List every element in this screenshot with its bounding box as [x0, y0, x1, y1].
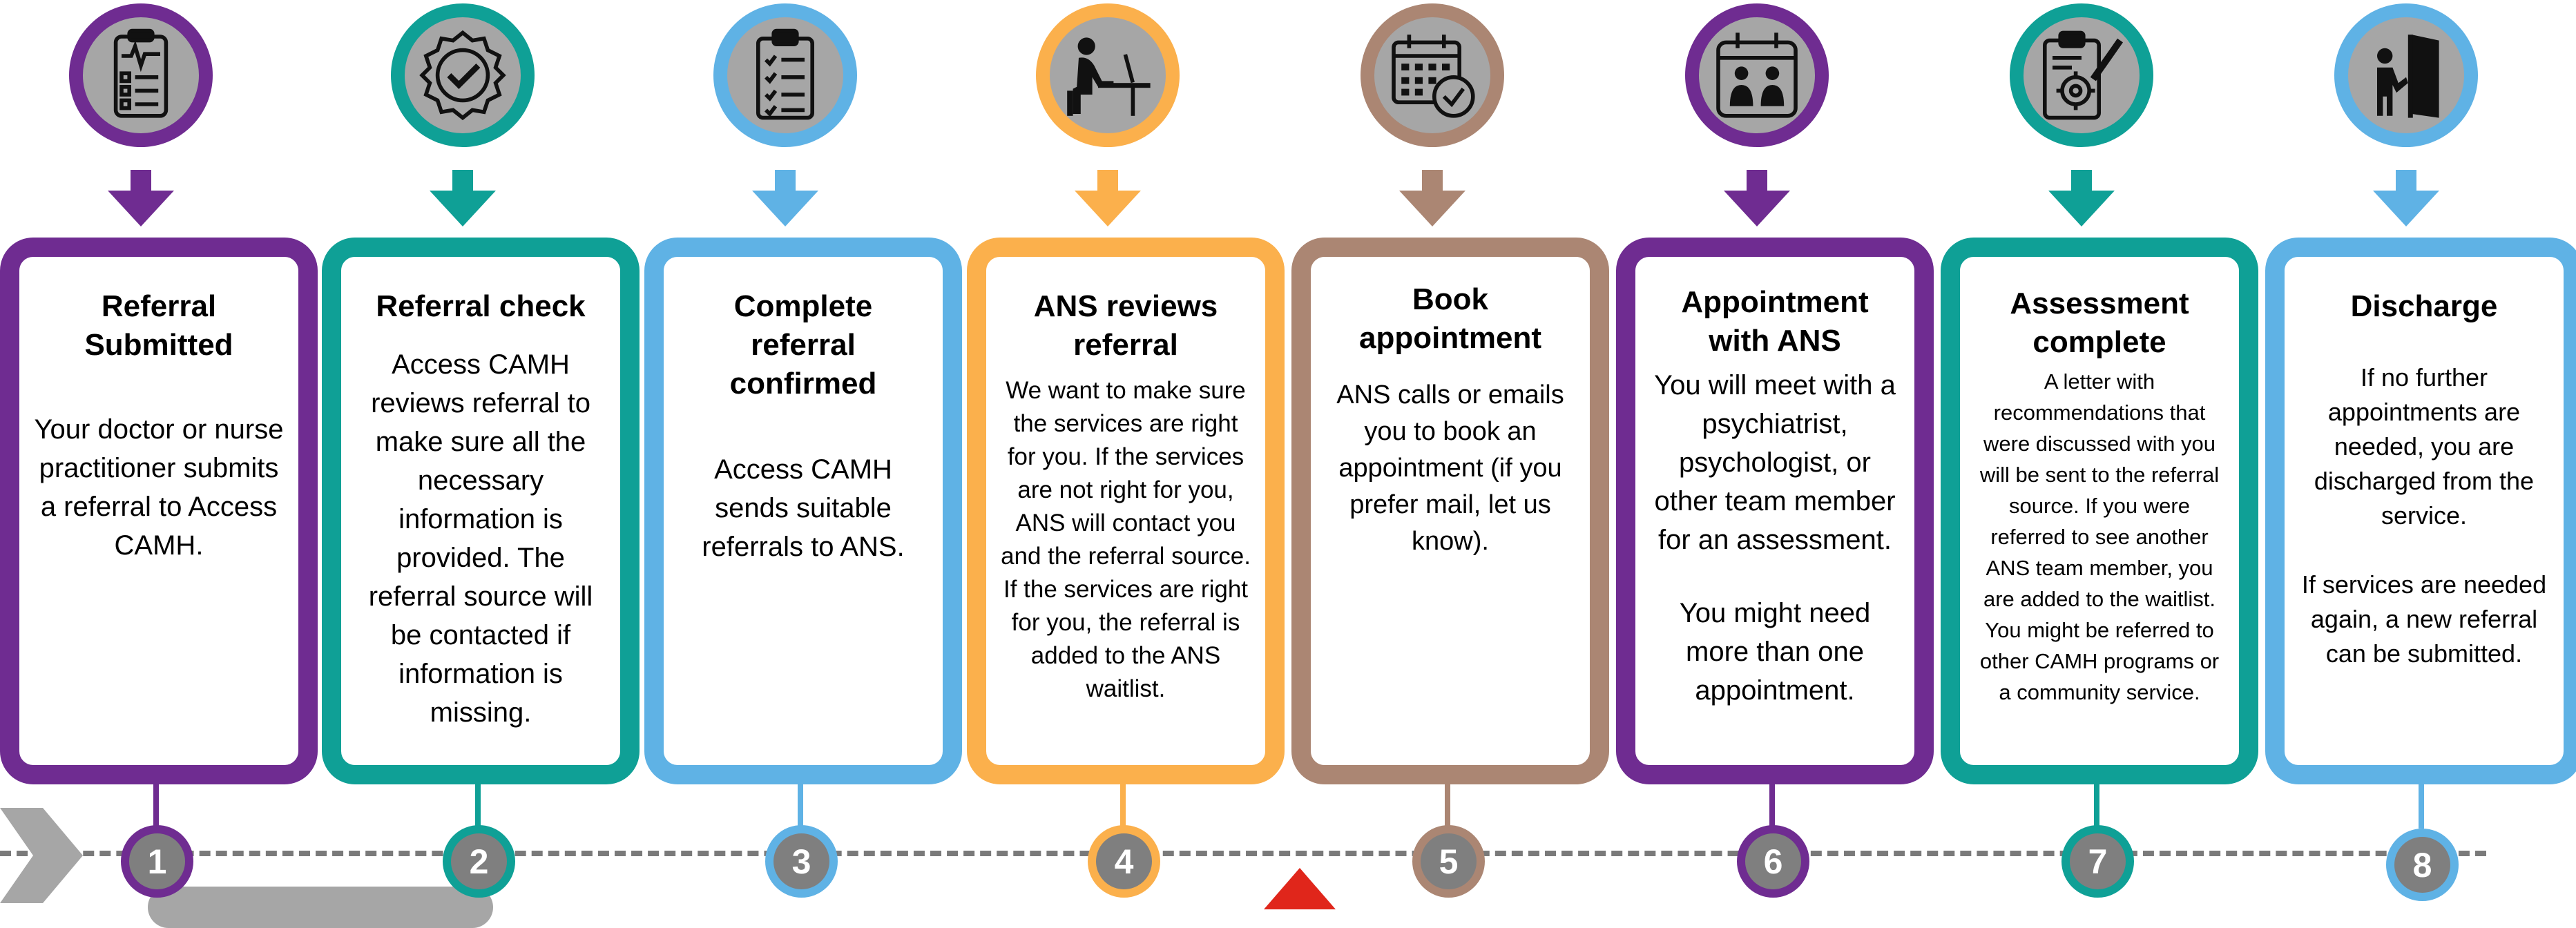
step-paragraph: You might need more than one appointment… — [1679, 598, 1871, 706]
step-description: Access CAMH reviews referral to make sur… — [355, 345, 606, 732]
verified-badge-icon — [391, 3, 535, 147]
step-title: Discharge — [2350, 289, 2498, 323]
down-arrow-stem — [2071, 170, 2092, 192]
step-card: Book appointment ANS calls or emails you… — [1291, 238, 1609, 784]
step-number: 3 — [765, 825, 838, 898]
start-chevron-icon — [0, 808, 83, 903]
step-description: Your doctor or nurse practitioner submit… — [33, 410, 285, 565]
down-arrow-icon — [2048, 191, 2115, 226]
step-title: Referral check — [376, 289, 586, 323]
step-paragraph: Access CAMH sends suitable referrals to … — [702, 454, 905, 562]
step-2: Referral check Access CAMH reviews refer… — [322, 0, 640, 903]
step-paragraph: Your doctor or nurse practitioner submit… — [34, 414, 284, 561]
step-8: Discharge If no further appointments are… — [2265, 0, 2576, 903]
step-card: ANS reviews referral We want to make sur… — [967, 238, 1285, 784]
down-arrow-stem — [1747, 170, 1767, 192]
clipboard-list-icon — [713, 3, 857, 147]
person-at-desk-icon — [1036, 3, 1180, 147]
step-connector — [798, 783, 803, 829]
step-paragraph: If services are needed again, a new refe… — [2301, 570, 2547, 668]
step-number: 1 — [121, 825, 193, 898]
step-connector — [475, 783, 481, 829]
down-arrow-stem — [2396, 170, 2416, 192]
down-arrow-stem — [131, 170, 151, 192]
step-description: A letter with recommendations that were … — [1974, 366, 2225, 708]
calendar-meeting-icon — [1685, 3, 1829, 147]
exit-door-icon — [2334, 3, 2478, 147]
step-card: Complete referral confirmed Access CAMH … — [644, 238, 962, 784]
down-arrow-icon — [1724, 191, 1790, 226]
step-7: Assessment complete A letter with recomm… — [1941, 0, 2258, 903]
step-paragraph: We want to make sure the services are ri… — [1001, 377, 1251, 702]
step-connector — [2419, 783, 2424, 829]
step-paragraph: You will meet with a psychiatrist, psych… — [1654, 370, 1896, 555]
down-arrow-stem — [1097, 170, 1118, 192]
step-paragraph: ANS calls or emails you to book an appoi… — [1336, 380, 1564, 556]
step-card: Referral Submitted Your doctor or nurse … — [0, 238, 318, 784]
down-arrow-icon — [430, 191, 496, 226]
step-number: 4 — [1088, 825, 1160, 898]
down-arrow-stem — [1422, 170, 1443, 192]
step-number: 5 — [1412, 825, 1485, 898]
step-connector — [1120, 783, 1126, 829]
down-arrow-icon — [1075, 191, 1141, 226]
bottom-red-triangle — [1264, 868, 1336, 909]
step-card: Discharge If no further appointments are… — [2265, 238, 2576, 784]
step-number: 7 — [2061, 825, 2134, 898]
step-description: Access CAMH sends suitable referrals to … — [677, 450, 929, 566]
down-arrow-stem — [452, 170, 473, 192]
step-description: We want to make sure the services are ri… — [1000, 374, 1251, 706]
step-description: ANS calls or emails you to book an appoi… — [1325, 377, 1576, 560]
calendar-check-icon — [1361, 3, 1504, 147]
step-3: Complete referral confirmed Access CAMH … — [644, 0, 962, 903]
step-5: Book appointment ANS calls or emails you… — [1291, 0, 1609, 903]
step-number: 2 — [443, 825, 515, 898]
step-card: Appointment with ANS You will meet with … — [1616, 238, 1934, 784]
down-arrow-icon — [108, 191, 174, 226]
step-title: Book appointment — [1359, 282, 1541, 355]
step-description: You will meet with a psychiatrist, psych… — [1649, 366, 1901, 710]
step-card: Assessment complete A letter with recomm… — [1941, 238, 2258, 784]
clipboard-checklist-icon — [69, 3, 213, 147]
step-title: ANS reviews referral — [1033, 289, 1218, 362]
step-6: Appointment with ANS You will meet with … — [1616, 0, 1934, 903]
down-arrow-icon — [2373, 191, 2439, 226]
step-connector — [153, 783, 159, 829]
step-title: Complete referral confirmed — [729, 289, 877, 400]
step-card: Referral check Access CAMH reviews refer… — [322, 238, 640, 784]
step-connector — [2094, 783, 2099, 829]
step-description: If no further appointments are needed, y… — [2298, 360, 2550, 671]
down-arrow-icon — [752, 191, 818, 226]
down-arrow-icon — [1399, 191, 1465, 226]
clipboard-gear-icon — [2010, 3, 2153, 147]
step-paragraph: A letter with recommendations that were … — [1979, 369, 2220, 704]
step-connector — [1769, 783, 1775, 829]
step-connector — [1445, 783, 1450, 829]
step-title: Referral Submitted — [84, 289, 233, 362]
step-1: Referral Submitted Your doctor or nurse … — [0, 0, 318, 903]
step-paragraph: If no further appointments are needed, y… — [2314, 363, 2535, 530]
step-number: 6 — [1737, 825, 1809, 898]
step-title: Appointment with ANS — [1681, 285, 1869, 358]
down-arrow-stem — [775, 170, 796, 192]
timeline-dashed-line — [0, 851, 2486, 856]
step-4: ANS reviews referral We want to make sur… — [967, 0, 1285, 903]
step-paragraph: Access CAMH reviews referral to make sur… — [368, 349, 593, 728]
step-number: 8 — [2386, 829, 2459, 901]
step-title: Assessment complete — [2010, 287, 2189, 359]
